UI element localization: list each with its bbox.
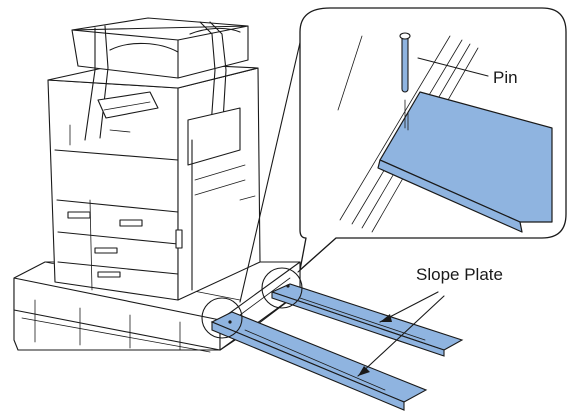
copier-machine <box>47 17 261 301</box>
slope-plate-leaders <box>357 291 445 377</box>
slope-plates <box>210 283 464 411</box>
detail-circle-front <box>201 297 243 339</box>
pin-label: Pin <box>493 68 518 87</box>
detail-circle-rear <box>261 267 303 309</box>
pin-icon <box>399 32 411 129</box>
pin-leader <box>417 57 489 77</box>
zoom-inset <box>299 7 567 271</box>
slope-plate-label: Slope Plate <box>416 265 503 284</box>
